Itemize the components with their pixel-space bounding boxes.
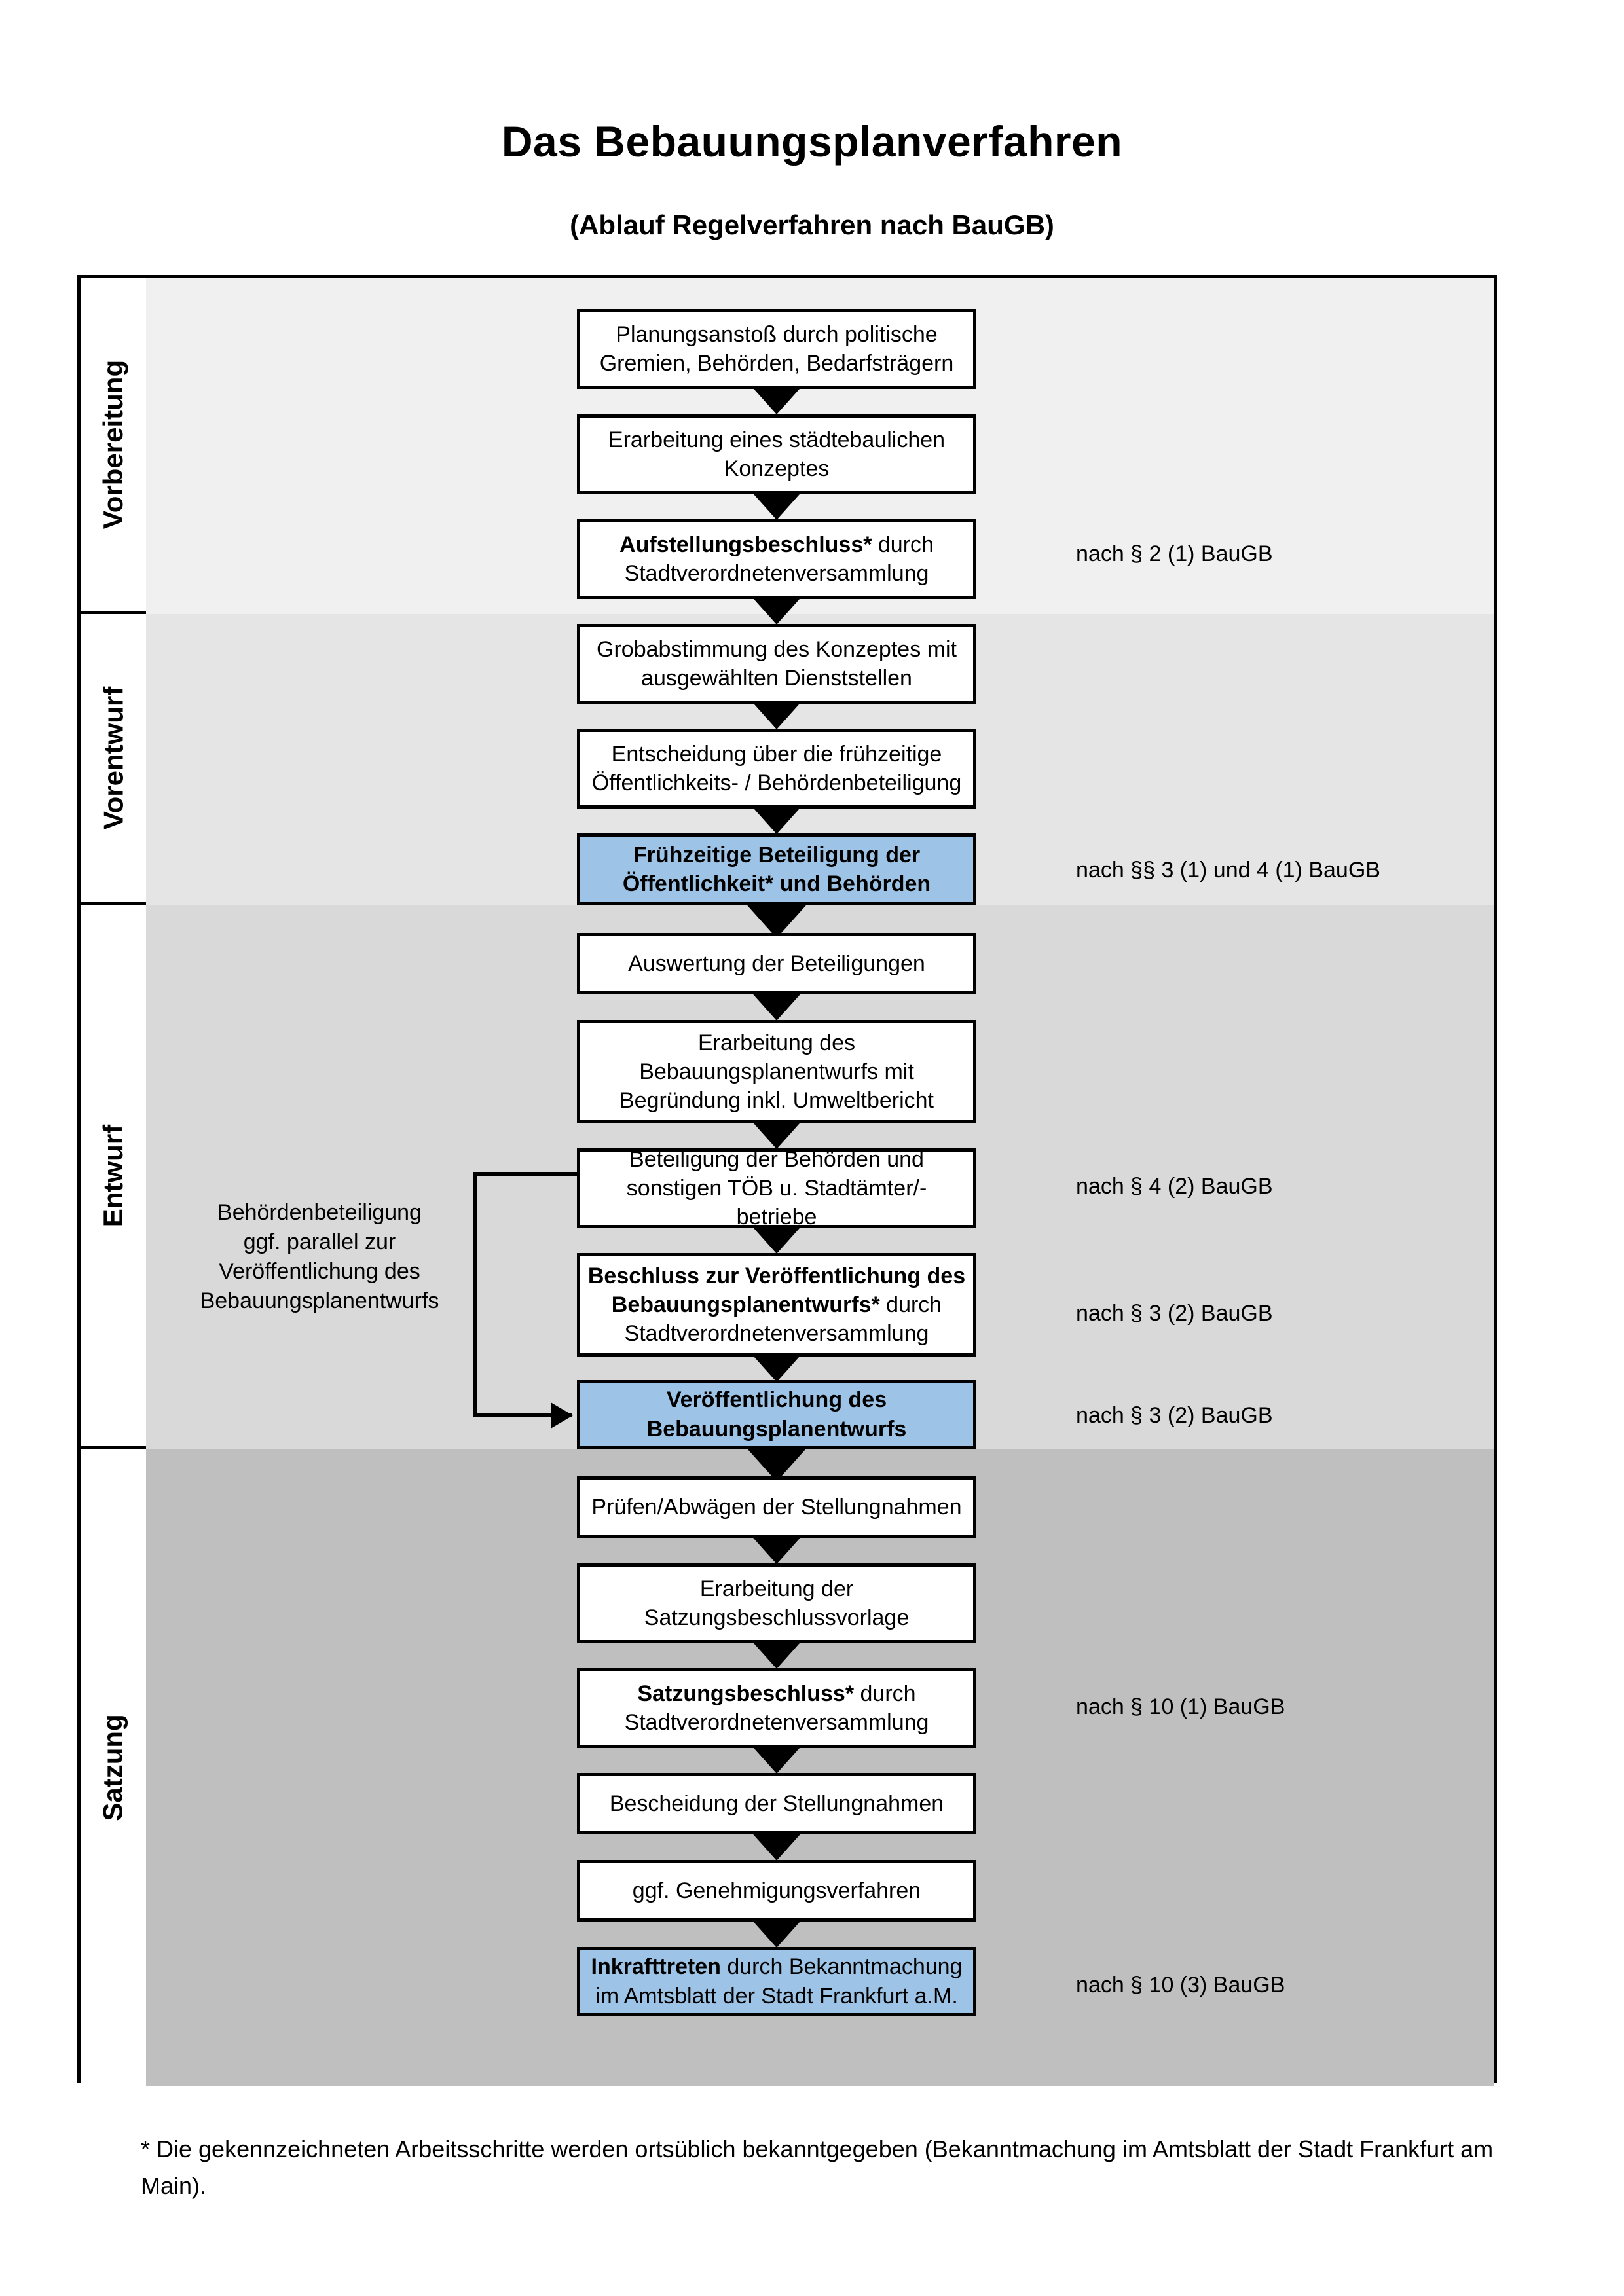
flow-box-line: Begründung inkl. Umweltbericht [619, 1088, 934, 1114]
flow-box-veroeffentlichung-bplanentwurf: Veröffentlichung des Bebauungsplanentwur… [577, 1380, 976, 1449]
flow-box-line: Veröffentlichung des [666, 1387, 887, 1413]
flow-box-beschluss-veroeffentlichung: Beschluss zur Veröffentlichung des Bebau… [577, 1253, 976, 1357]
flow-box-line: Konzeptes [724, 456, 830, 481]
phase-label-text: Vorbereitung [98, 359, 129, 530]
phase-label-text: Vorentwurf [98, 686, 128, 830]
flow-box-bold: Bebauungsplanentwurfs* [611, 1292, 880, 1317]
legal-note-p3-1-p4-1: nach §§ 3 (1) und 4 (1) BauGB [1076, 858, 1380, 883]
flow-box-line: Erarbeitung eines städtebaulichen [608, 427, 946, 452]
flow-box-bescheidung-stellungnahmen: Bescheidung der Stellungnahmen [577, 1773, 976, 1834]
flow-arrow-11 [743, 1444, 811, 1482]
flow-box-erarbeitung-bplanentwurf: Erarbeitung des Bebauungsplanentwurfs mi… [577, 1020, 976, 1123]
flow-box-line: Gremien, Behörden, Bedarfsträgern [599, 351, 954, 376]
flow-box-inkrafttreten: Inkrafttreten durch Bekanntmachung im Am… [577, 1947, 976, 2016]
parallel-connector [473, 1172, 578, 1429]
flow-box-line: Planungsanstoß durch politische [616, 321, 938, 347]
flow-box-bold: Satzungsbeschluss* [637, 1681, 855, 1706]
flow-box-erarbeitung-satzungsvorlage: Erarbeitung der Satzungsbeschlussvorlage [577, 1563, 976, 1643]
flow-box-auswertung-beteiligungen: Auswertung der Beteiligungen [577, 933, 976, 994]
flow-box-bold: Inkrafttreten [591, 1954, 721, 1980]
flow-box-line: Stadtverordnetenversammlung [624, 1321, 929, 1347]
flowchart-frame: Vorbereitung Vorentwurf Entwurf Satzung … [77, 275, 1497, 2086]
legal-note-p2-1: nach § 2 (1) BauGB [1076, 541, 1273, 566]
flow-box-line: Stadtverordnetenversammlung [624, 1710, 929, 1735]
footnote-text: * Die gekennzeichneten Arbeitsschritte w… [141, 2136, 1494, 2199]
phase-label-vorbereitung: Vorbereitung [81, 278, 146, 614]
flow-box-line: Stadtverordnetenversammlung [624, 561, 929, 586]
flow-box-line: Entscheidung über die frühzeitige [611, 741, 942, 767]
phase-label-text: Satzung [98, 1714, 129, 1821]
legal-note-p3-2-b: nach § 3 (2) BauGB [1076, 1403, 1273, 1428]
flow-box-line: Bebauungsplanentwurfs [646, 1416, 907, 1442]
flow-box-line: Prüfen/Abwägen der Stellungnahmen [591, 1494, 962, 1520]
side-note-line: Bebauungsplanentwurfs [200, 1288, 439, 1313]
flow-box-aufstellungsbeschluss: Aufstellungsbeschluss* durch Stadtverord… [577, 519, 976, 599]
flow-box-line: Öffentlichkeits- / Behördenbeteiligung [591, 771, 962, 795]
flow-box-beteiligung-behoerden-toeb: Beteiligung der Behörden und sonstigen T… [577, 1146, 976, 1230]
page-title: Das Bebauungsplanverfahren [501, 117, 1123, 166]
legal-note-p10-3: nach § 10 (3) BauGB [1076, 1973, 1285, 1997]
flow-box-line: Bebauungsplanentwurfs mit [639, 1059, 914, 1084]
side-note-line: ggf. parallel zur [243, 1229, 396, 1254]
legal-note-p3-2-a: nach § 3 (2) BauGB [1076, 1301, 1273, 1326]
flow-box-entscheidung-fruehzeitige: Entscheidung über die frühzeitige Öffent… [577, 729, 976, 809]
phase-label-text: Entwurf [98, 1124, 128, 1227]
flow-box-line: Beteiligung der Behörden und [629, 1146, 924, 1172]
flow-box-line: durch [872, 532, 934, 557]
legal-note-p10-1: nach § 10 (1) BauGB [1076, 1694, 1285, 1719]
connector-top-segment [473, 1172, 578, 1176]
flow-box-bold: Aufstellungsbeschluss* [619, 532, 872, 557]
flow-box-staedtebauliches-konzept: Erarbeitung eines städtebaulichen Konzep… [577, 414, 976, 494]
phase-label-vorentwurf: Vorentwurf [81, 614, 146, 905]
flow-box-pruefen-abwaegen: Prüfen/Abwägen der Stellungnahmen [577, 1476, 976, 1538]
side-note-line: Behördenbeteiligung [217, 1200, 422, 1225]
phase-label-satzung: Satzung [81, 1449, 146, 2086]
side-note-parallel-beteiligung: Behördenbeteiligung ggf. parallel zur Ve… [169, 1198, 470, 1316]
flow-box-satzungsbeschluss: Satzungsbeschluss* durch Stadtverordnete… [577, 1668, 976, 1748]
connector-arrowhead-icon [551, 1402, 573, 1429]
phase-label-column: Vorbereitung Vorentwurf Entwurf Satzung [81, 278, 146, 2086]
page-subtitle: (Ablauf Regelverfahren nach BauGB) [570, 210, 1054, 240]
flow-box-genehmigungsverfahren: ggf. Genehmigungsverfahren [577, 1860, 976, 1922]
connector-vertical-segment [473, 1172, 477, 1417]
flow-box-line: Auswertung der Beteiligungen [628, 951, 925, 976]
connector-bottom-segment [473, 1402, 573, 1429]
flow-box-line: Satzungsbeschlussvorlage [644, 1605, 910, 1630]
flow-box-line: Erarbeitung des [697, 1030, 856, 1055]
flow-box-fruehzeitige-beteiligung: Frühzeitige Beteiligung der Öffentlichke… [577, 833, 976, 905]
legal-note-p4-2: nach § 4 (2) BauGB [1076, 1174, 1273, 1199]
flow-box-line: Öffentlichkeit* und Behörden [622, 871, 931, 896]
flow-box-line: Erarbeitung der [699, 1576, 854, 1601]
flow-box-line: Grobabstimmung des Konzeptes mit [597, 636, 957, 662]
flow-box-line: Frühzeitige Beteiligung der [633, 842, 921, 867]
flow-box-line: Bescheidung der Stellungnahmen [609, 1791, 944, 1816]
flow-box-line: ausgewählten Dienststellen [641, 666, 912, 691]
flow-box-line: ggf. Genehmigungsverfahren [632, 1878, 921, 1903]
flow-box-planungsanstoss: Planungsanstoß durch politische Gremien,… [577, 309, 976, 389]
side-note-line: Veröffentlichung des [219, 1258, 420, 1284]
phase-label-entwurf: Entwurf [81, 905, 146, 1449]
flow-box-bold: Beschluss zur Veröffentlichung des [587, 1263, 966, 1288]
flow-box-line: durch Bekanntmachung [720, 1954, 963, 1980]
flow-box-line: durch [854, 1681, 916, 1706]
flow-box-grobabstimmung: Grobabstimmung des Konzeptes mit ausgewä… [577, 624, 976, 704]
flow-arrow-6 [743, 900, 811, 938]
flow-box-line: durch [879, 1292, 942, 1317]
flow-box-line: im Amtsblatt der Stadt Frankfurt a.M. [595, 1983, 958, 2009]
flow-box-line: sonstigen TÖB u. Stadtämter/-betriebe [626, 1175, 927, 1230]
